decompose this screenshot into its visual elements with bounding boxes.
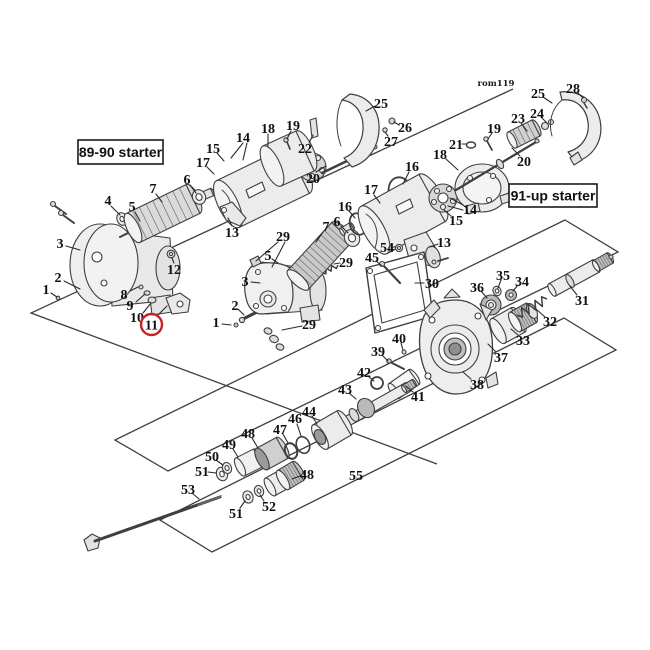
callout-1: 1 bbox=[213, 316, 220, 331]
callout-6: 6 bbox=[184, 173, 191, 188]
callout-12: 12 bbox=[167, 263, 181, 278]
callout-51: 51 bbox=[229, 507, 243, 522]
callout-32: 32 bbox=[543, 315, 557, 330]
callout-15: 15 bbox=[206, 142, 220, 157]
callout-33: 33 bbox=[516, 334, 530, 349]
callout-16: 16 bbox=[405, 160, 419, 175]
callout-9: 9 bbox=[127, 299, 134, 314]
callout-3: 3 bbox=[242, 275, 249, 290]
highlight-circle-11 bbox=[139, 312, 164, 337]
callout-45: 45 bbox=[365, 251, 379, 266]
callout-50: 50 bbox=[205, 450, 219, 465]
callout-24: 24 bbox=[530, 107, 544, 122]
callout-34: 34 bbox=[515, 275, 529, 290]
callout-25: 25 bbox=[374, 97, 388, 112]
callout-43: 43 bbox=[338, 383, 352, 398]
label-89-90-starter-text: 89-90 starter bbox=[79, 144, 163, 160]
callout-28: 28 bbox=[566, 82, 580, 97]
callout-17: 17 bbox=[196, 156, 210, 171]
callout-16: 16 bbox=[338, 200, 352, 215]
callout-leader-lines bbox=[50, 91, 584, 509]
callout-38: 38 bbox=[470, 378, 484, 393]
callout-44: 44 bbox=[302, 405, 316, 420]
callout-30: 30 bbox=[425, 277, 439, 292]
callout-29: 29 bbox=[302, 318, 316, 333]
callout-25: 25 bbox=[531, 87, 545, 102]
callout-48: 48 bbox=[300, 468, 314, 483]
callout-18: 18 bbox=[433, 148, 447, 163]
callout-23: 23 bbox=[511, 112, 525, 127]
label-box-89-90-starter: 89-90 starter bbox=[77, 139, 164, 165]
callout-29: 29 bbox=[339, 256, 353, 271]
callout-37: 37 bbox=[494, 351, 508, 366]
callout-20: 20 bbox=[517, 155, 531, 170]
callout-40: 40 bbox=[392, 332, 406, 347]
callout-49: 49 bbox=[222, 438, 236, 453]
callout-53: 53 bbox=[181, 483, 195, 498]
callout-13: 13 bbox=[437, 236, 451, 251]
callout-2: 2 bbox=[232, 299, 239, 314]
callout-26: 26 bbox=[398, 121, 412, 136]
callout-52: 52 bbox=[262, 500, 276, 515]
callout-46: 46 bbox=[288, 412, 302, 427]
callout-29: 29 bbox=[276, 230, 290, 245]
callout-22: 22 bbox=[298, 142, 312, 157]
callout-39: 39 bbox=[371, 345, 385, 360]
callout-18: 18 bbox=[261, 122, 275, 137]
callout-35: 35 bbox=[496, 269, 510, 284]
callout-15: 15 bbox=[449, 214, 463, 229]
callout-5: 5 bbox=[265, 249, 272, 264]
callout-20: 20 bbox=[306, 172, 320, 187]
part-drawings bbox=[49, 91, 615, 552]
callout-19: 19 bbox=[286, 119, 300, 134]
callout-5: 5 bbox=[129, 200, 136, 215]
callout-7: 7 bbox=[150, 182, 157, 197]
callout-54: 54 bbox=[380, 241, 394, 256]
callout-13: 13 bbox=[225, 226, 239, 241]
callout-51: 51 bbox=[195, 465, 209, 480]
label-91-up-starter-text: 91-up starter bbox=[511, 188, 596, 204]
callout-14: 14 bbox=[236, 131, 250, 146]
callout-42: 42 bbox=[357, 366, 371, 381]
label-box-91-up-starter: 91-up starter bbox=[508, 183, 598, 208]
callout-48: 48 bbox=[241, 427, 255, 442]
callout-21: 21 bbox=[449, 138, 463, 153]
callout-2: 2 bbox=[55, 271, 62, 286]
callout-27: 27 bbox=[384, 135, 398, 150]
callout-3: 3 bbox=[57, 237, 64, 252]
callout-6: 6 bbox=[334, 215, 341, 230]
callout-19: 19 bbox=[487, 122, 501, 137]
callout-55: 55 bbox=[349, 469, 363, 484]
callout-47: 47 bbox=[273, 423, 287, 438]
callout-1: 1 bbox=[43, 283, 50, 298]
callout-41: 41 bbox=[411, 390, 425, 405]
callout-31: 31 bbox=[575, 294, 589, 309]
diagram-code-watermark: rom119 bbox=[478, 79, 515, 89]
callout-8: 8 bbox=[121, 288, 128, 303]
callout-14: 14 bbox=[463, 203, 477, 218]
callout-4: 4 bbox=[105, 194, 112, 209]
callout-7: 7 bbox=[323, 220, 330, 235]
callout-36: 36 bbox=[470, 281, 484, 296]
callout-11: 11 bbox=[145, 319, 158, 334]
callout-17: 17 bbox=[364, 183, 378, 198]
